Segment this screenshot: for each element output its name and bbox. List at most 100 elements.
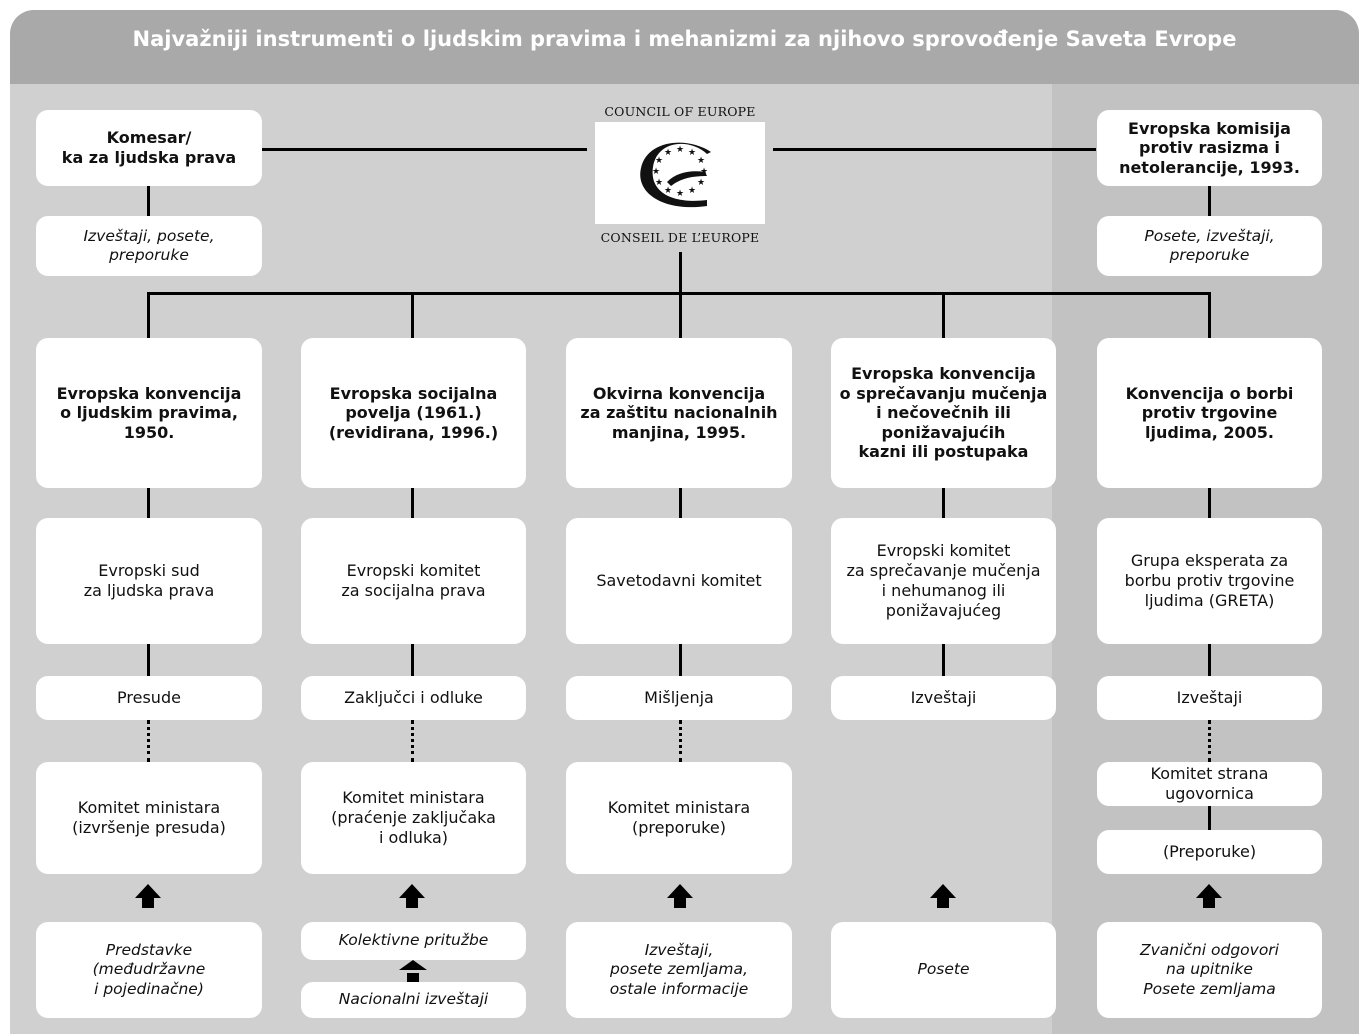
box-line: 1950. bbox=[123, 422, 175, 442]
svg-text:★: ★ bbox=[700, 167, 708, 177]
box-line: (preporuke) bbox=[632, 818, 726, 837]
box-line: posete zemljama, bbox=[610, 960, 748, 979]
connector-line bbox=[679, 644, 682, 676]
box-line: na upitnike bbox=[1166, 960, 1253, 979]
connector-line bbox=[942, 488, 945, 518]
box-line: povelja (1961.) bbox=[345, 403, 482, 423]
box-line: i pojedinačne) bbox=[94, 979, 204, 998]
instrument-box: Evropska konvencija o sprečavanju mučenj… bbox=[831, 338, 1056, 488]
box-line: o sprečavanju mučenja bbox=[839, 383, 1048, 403]
ecri-box: Evropska komisija protiv rasizma i netol… bbox=[1097, 110, 1322, 186]
connector-line bbox=[1208, 292, 1211, 338]
up-arrow-icon bbox=[1196, 884, 1222, 908]
output-box: Izveštaji bbox=[831, 676, 1056, 720]
box-line: preporuke bbox=[109, 246, 189, 264]
connector-line bbox=[147, 292, 1211, 295]
svg-text:★: ★ bbox=[652, 167, 660, 177]
box-line: ponižavajućih bbox=[881, 422, 1006, 442]
connector-line bbox=[1208, 806, 1211, 830]
dotted-connector bbox=[411, 720, 414, 762]
commissioner-activities-box: Izveštaji, posete, preporuke bbox=[36, 216, 262, 276]
box-line: Nacionalni izveštaji bbox=[338, 990, 489, 1009]
box-line: Zaključci i odluke bbox=[344, 688, 483, 707]
connector-line bbox=[411, 488, 414, 518]
box-line: za sprečavanje mučenja bbox=[846, 561, 1041, 580]
box-line: Evropska komisija bbox=[1128, 118, 1291, 138]
follow-up-box: Komitet ministara (preporuke) bbox=[566, 762, 792, 874]
dotted-connector bbox=[679, 720, 682, 762]
box-line: Evropski sud bbox=[98, 561, 200, 580]
monitoring-body-box: Evropski komitet za sprečavanje mučenja … bbox=[831, 518, 1056, 644]
logo-emblem: ★★★ ★★★ ★★★ ★★★ bbox=[595, 122, 765, 224]
box-line: preporuke bbox=[1169, 246, 1250, 264]
box-line: (izvršenje presuda) bbox=[72, 818, 226, 837]
box-line: Izveštaji bbox=[1176, 688, 1243, 707]
box-line: ljudima, 2005. bbox=[1144, 422, 1274, 442]
page-title: Najvažniji instrumenti o ljudskim pravim… bbox=[132, 27, 1237, 51]
council-emblem-icon: ★★★ ★★★ ★★★ ★★★ bbox=[640, 142, 711, 208]
box-line: (praćenje zaključaka bbox=[331, 808, 496, 827]
up-arrow-icon bbox=[399, 960, 427, 984]
box-line: za socijalna prava bbox=[341, 581, 486, 600]
dotted-connector bbox=[1208, 720, 1211, 762]
output-box: Izveštaji bbox=[1097, 676, 1322, 720]
box-line: Evropski komitet bbox=[346, 561, 481, 580]
instrument-box: Evropska socijalna povelja (1961.) (revi… bbox=[301, 338, 526, 488]
up-arrow-icon bbox=[667, 884, 693, 908]
recommendations-box: (Preporuke) bbox=[1097, 830, 1322, 874]
connector-line bbox=[1208, 186, 1211, 216]
svg-text:★: ★ bbox=[664, 186, 672, 196]
dotted-connector bbox=[147, 720, 150, 762]
logo-top-text: COUNCIL OF EUROPE bbox=[604, 104, 756, 119]
box-line: (međudržavne bbox=[92, 960, 206, 979]
box-line: i nehumanog ili bbox=[881, 581, 1006, 600]
monitoring-body-box: Savetodavni komitet bbox=[566, 518, 792, 644]
svg-text:★: ★ bbox=[655, 178, 663, 188]
box-line: o ljudskim pravima, bbox=[60, 403, 238, 423]
box-line: ljudima (GRETA) bbox=[1144, 591, 1275, 610]
box-line: protiv rasizma i bbox=[1138, 138, 1280, 158]
box-line: za ljudska prava bbox=[83, 581, 215, 600]
connector-line bbox=[147, 292, 150, 338]
svg-text:★: ★ bbox=[688, 148, 696, 158]
connector-line bbox=[679, 252, 682, 342]
box-line: ponižavajućeg bbox=[885, 601, 1002, 620]
box-line: Kolektivne pritužbe bbox=[338, 931, 489, 950]
connector-line bbox=[260, 148, 587, 151]
box-line: Predstavke bbox=[105, 940, 193, 959]
svg-text:★: ★ bbox=[664, 148, 672, 158]
box-line: i odluka) bbox=[378, 828, 449, 847]
box-line: Izveštaji, bbox=[644, 940, 714, 959]
connector-line bbox=[773, 148, 1096, 151]
monitoring-body-box: Evropski sud za ljudska prava bbox=[36, 518, 262, 644]
council-of-europe-logo: COUNCIL OF EUROPE ★★★ ★★★ ★★★ ★★★ CONSEI… bbox=[587, 100, 773, 250]
svg-text:★: ★ bbox=[688, 186, 696, 196]
box-line: kazni ili postupaka bbox=[858, 442, 1029, 462]
box-line: za zaštitu nacionalnih bbox=[580, 403, 778, 423]
up-arrow-icon bbox=[399, 884, 425, 908]
connector-line bbox=[147, 644, 150, 676]
follow-up-box: Komitet ministara (praćenje zaključaka i… bbox=[301, 762, 526, 874]
box-line: Komitet ministara bbox=[77, 798, 221, 817]
sources-box: Zvanični odgovori na upitnike Posete zem… bbox=[1097, 922, 1322, 1018]
svg-text:★: ★ bbox=[697, 156, 705, 166]
output-box: Zaključci i odluke bbox=[301, 676, 526, 720]
national-reports-box: Nacionalni izveštaji bbox=[301, 982, 526, 1018]
connector-line bbox=[942, 644, 945, 676]
connector-line bbox=[411, 644, 414, 676]
box-line: Evropska konvencija bbox=[56, 383, 242, 403]
connector-line bbox=[147, 488, 150, 518]
follow-up-box: Komitet ministara (izvršenje presuda) bbox=[36, 762, 262, 874]
box-line: Komitet strana bbox=[1150, 764, 1269, 783]
sources-box: Predstavke (međudržavne i pojedinačne) bbox=[36, 922, 262, 1018]
output-box: Presude bbox=[36, 676, 262, 720]
connector-line bbox=[1208, 488, 1211, 518]
box-line: borbu protiv trgovine bbox=[1124, 571, 1295, 590]
box-line: (Preporuke) bbox=[1162, 842, 1257, 861]
box-line: Konvencija o borbi bbox=[1125, 383, 1294, 403]
box-line: Posete zemljama bbox=[1143, 979, 1276, 998]
box-line: ka za ljudska prava bbox=[61, 148, 237, 167]
up-arrow-icon bbox=[135, 884, 161, 908]
connector-line bbox=[679, 488, 682, 518]
connector-line bbox=[942, 292, 945, 338]
